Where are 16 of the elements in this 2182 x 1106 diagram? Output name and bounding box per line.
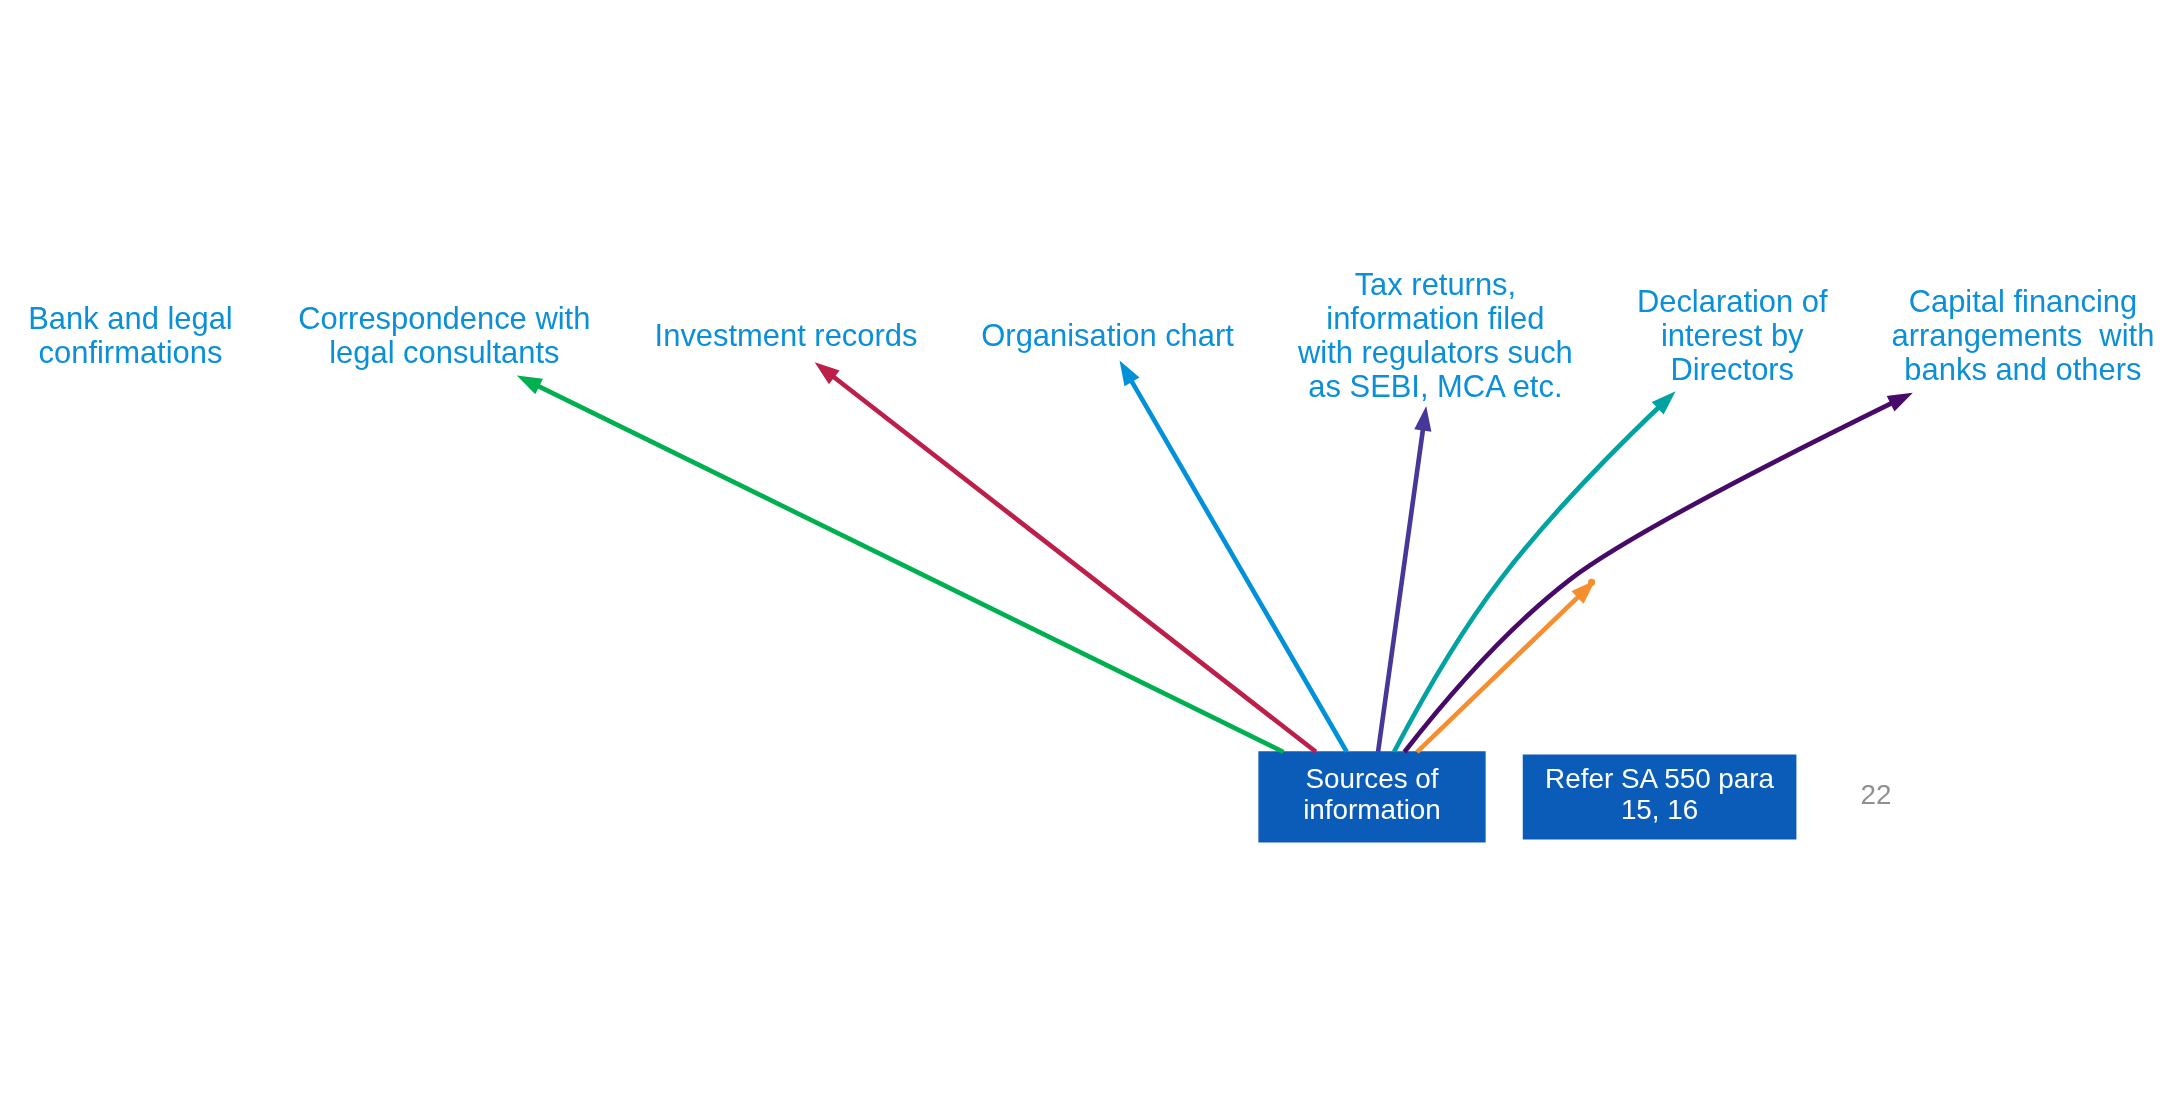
arrow <box>1402 392 1913 754</box>
node-text: Tax returns, information filed with regulators such as SEBI, MCA etc. <box>1297 267 1573 405</box>
node-text: Bank and legal confirmations <box>28 301 233 371</box>
arrow <box>814 362 1318 754</box>
node-box: Refer SA 550 para 15, 16 <box>1522 754 1797 840</box>
label: 22 <box>1860 778 1892 810</box>
node-text: Correspondence with legal consultants <box>298 301 591 371</box>
arrow <box>516 375 1285 755</box>
node-text: Organisation chart <box>981 318 1234 354</box>
arrow <box>1375 405 1432 753</box>
node-text: Investment records <box>654 318 918 354</box>
arrow <box>1119 360 1349 753</box>
arrow <box>1392 391 1676 753</box>
node-box: Sources of information <box>1258 751 1486 843</box>
node-text: Declaration of interest by Directors <box>1636 284 1828 388</box>
node-text: Capital financing arrangements with banks and others <box>1891 284 2155 388</box>
